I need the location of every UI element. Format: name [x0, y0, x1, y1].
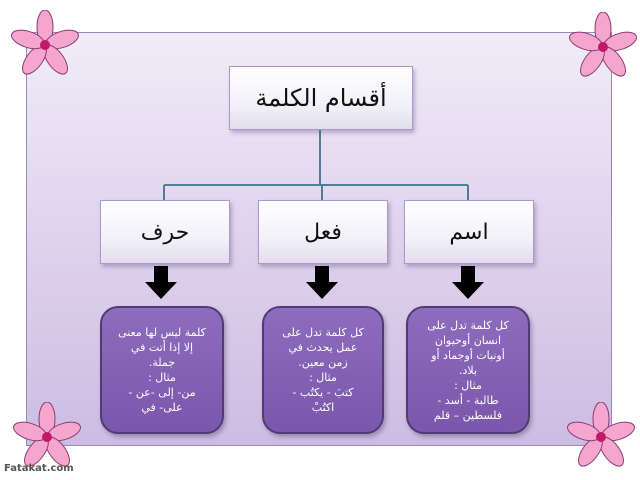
description-line: إلا إذا أتت في: [130, 341, 194, 354]
description-line: على- في: [141, 401, 183, 414]
arrow-down-icon: [452, 266, 484, 299]
category-box-fi3l: فعل: [258, 200, 388, 264]
title-box: أقسام الكلمة: [229, 66, 413, 130]
title-text: أقسام الكلمة: [255, 84, 387, 112]
description-line: كل كلمة تدل على: [427, 318, 509, 332]
description-line: بلاد.: [458, 363, 478, 377]
description-box-harf: كلمة ليس لها معنى إلا إذا أتت في جملة. م…: [100, 306, 224, 434]
description-line: اكتُبْ: [311, 401, 335, 414]
description-line: مثال :: [148, 371, 176, 384]
category-label-ism: اسم: [449, 219, 489, 245]
description-line: كل كلمة تدل على: [282, 326, 364, 339]
description-box-ism: كل كلمة تدل على انسان أوحيوان أونبات أوج…: [406, 306, 530, 434]
description-line: انسان أوحيوان: [434, 333, 502, 347]
flower-icon: [567, 402, 635, 467]
flower-icon: [569, 12, 637, 77]
arrow-down-icon: [145, 266, 177, 299]
description-line: مثال :: [309, 371, 337, 384]
description-line: أونبات أوجماد أو: [431, 348, 505, 362]
category-label-harf: حرف: [140, 219, 190, 245]
watermark: Fatakat.com: [4, 463, 74, 474]
description-line: فلسطين – قلم: [433, 408, 503, 422]
description-line: طالبة - أسد -: [437, 393, 499, 407]
category-box-ism: اسم: [404, 200, 534, 264]
category-box-harf: حرف: [100, 200, 230, 264]
description-line: زمن معين.: [298, 356, 348, 369]
description-line: كلمة ليس لها معنى: [118, 326, 206, 339]
description-line: كتبَ - يكتُب -: [292, 386, 354, 399]
arrow-down-icon: [306, 266, 338, 299]
flower-icon: [11, 10, 79, 75]
category-label-fi3l: فعل: [304, 219, 342, 245]
description-box-fi3l: كل كلمة تدل على عمل يحدث في زمن معين. مث…: [262, 306, 384, 434]
description-line: من- إلى -عن -: [128, 386, 196, 399]
description-line: مثال :: [454, 378, 482, 392]
flower-icon: [13, 402, 81, 467]
description-line: جملة.: [148, 356, 176, 369]
description-line: عمل يحدث في: [288, 341, 358, 354]
